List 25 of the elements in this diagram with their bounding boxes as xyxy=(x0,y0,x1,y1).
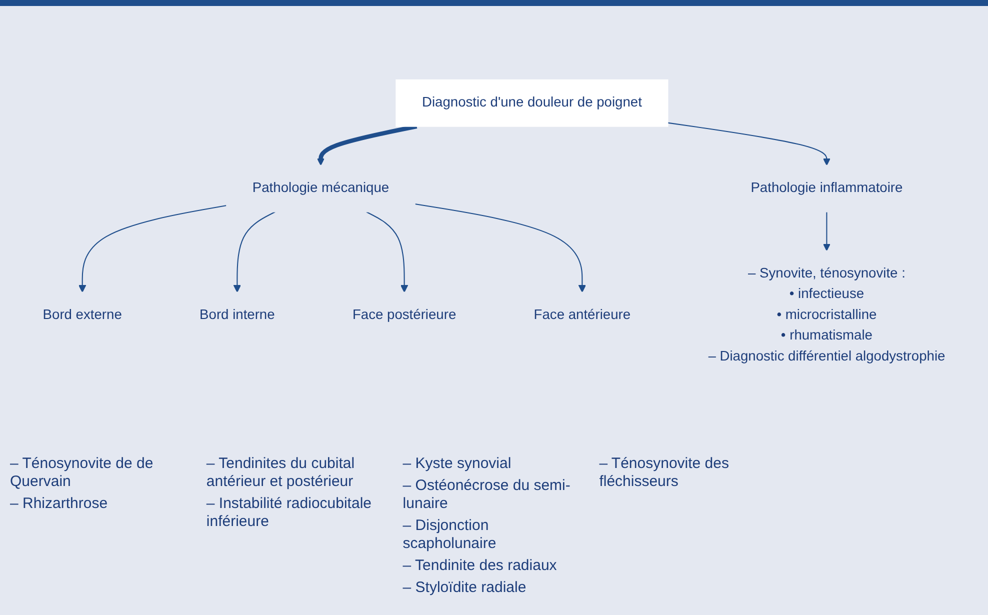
node-text: Bord interne xyxy=(200,308,275,322)
node-text: Face antérieure xyxy=(534,308,631,322)
arrow xyxy=(316,124,418,166)
node-text: Pathologie mécanique xyxy=(252,180,390,196)
list-item: – Tendinite des radiaux xyxy=(402,557,558,575)
arrow xyxy=(366,211,408,292)
list-item: – Ostéonécrose du semi-lunaire xyxy=(402,477,572,513)
list-item: – Instabilité radiocubitale inférieure xyxy=(206,495,372,531)
list-item: – Styloïdite radiale xyxy=(402,579,528,597)
arrow xyxy=(822,212,830,252)
list-item: – Kyste synovial xyxy=(402,455,512,473)
node-text: Face postérieure xyxy=(352,308,456,322)
node-box: Diagnostic d'une douleur de poignet xyxy=(396,79,668,127)
list-item: – Rhizarthrose xyxy=(10,495,109,513)
node-text: – Synovite, ténosynovite : • infectieuse • microcristalline • rhumatismale – Diagnostic différentiel algodystrophie xyxy=(708,266,946,364)
arrow xyxy=(668,122,830,166)
arrow xyxy=(233,211,276,292)
list-item: – Tendinites du cubital antérieur et postérieur xyxy=(206,455,356,491)
arrow xyxy=(414,203,586,292)
node-text: Pathologie inflammatoire xyxy=(750,180,903,196)
list-item: – Ténosynovite de de Quervain xyxy=(10,455,154,491)
arrow xyxy=(78,204,227,292)
list-item: – Ténosynovite des fléchisseurs xyxy=(599,455,730,491)
list-item: – Disjonction scapholunaire xyxy=(402,517,498,553)
node-text: Bord externe xyxy=(42,308,122,322)
